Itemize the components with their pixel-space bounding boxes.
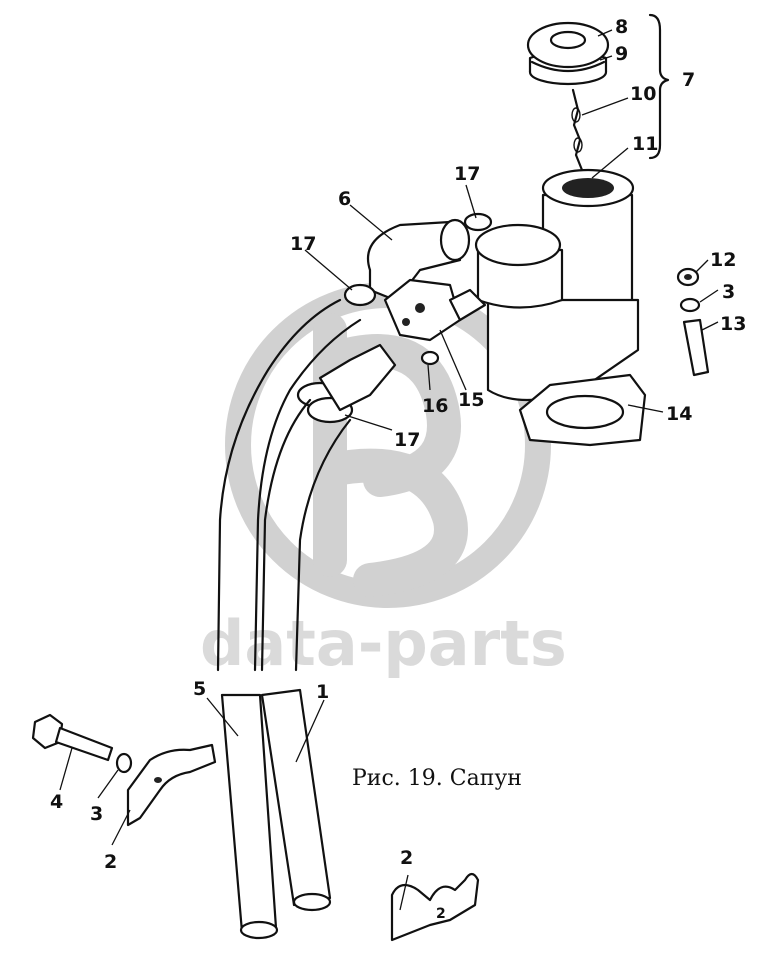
callout-11: 11	[632, 133, 658, 155]
tube-1	[260, 688, 332, 912]
callout-1: 1	[316, 681, 329, 703]
breather-body	[474, 168, 647, 447]
breather-cap	[526, 21, 610, 86]
elbow-pipe	[366, 212, 493, 302]
pin	[682, 318, 710, 377]
callout-17-left: 17	[290, 233, 316, 255]
callout-9: 9	[615, 43, 628, 65]
small-washer	[679, 297, 701, 313]
tee-connector	[383, 278, 487, 366]
callout-6: 6	[338, 188, 351, 210]
leader-lines	[59, 29, 719, 911]
callout-3-left: 3	[90, 803, 103, 825]
callout-14: 14	[666, 403, 692, 425]
callout-5: 5	[193, 678, 206, 700]
tube-5	[220, 693, 279, 940]
callout-13: 13	[720, 313, 746, 335]
callout-15: 15	[458, 389, 484, 411]
callout-16: 16	[422, 395, 448, 417]
figure-caption: Рис. 19. Сапун	[352, 766, 522, 791]
breather-chain	[571, 88, 584, 172]
clamp-open	[126, 743, 217, 827]
callout-12: 12	[710, 249, 736, 271]
clamp-closed: 2	[390, 872, 480, 942]
bolt	[31, 713, 114, 762]
callout-4: 4	[50, 791, 63, 813]
callout-7: 7	[682, 69, 695, 91]
callout-10: 10	[630, 83, 656, 105]
nut	[676, 267, 700, 287]
callout-17-top: 17	[454, 163, 480, 185]
callout-8: 8	[615, 16, 628, 38]
clamp-mark: 2	[436, 906, 446, 922]
callout-3-right: 3	[722, 281, 735, 303]
callout-2-bottom: 2	[400, 847, 413, 869]
group-bracket	[648, 13, 670, 160]
washer	[115, 752, 133, 774]
callout-2-left: 2	[104, 851, 117, 873]
breather-tubes	[216, 298, 397, 672]
callout-17-bottom: 17	[394, 429, 420, 451]
